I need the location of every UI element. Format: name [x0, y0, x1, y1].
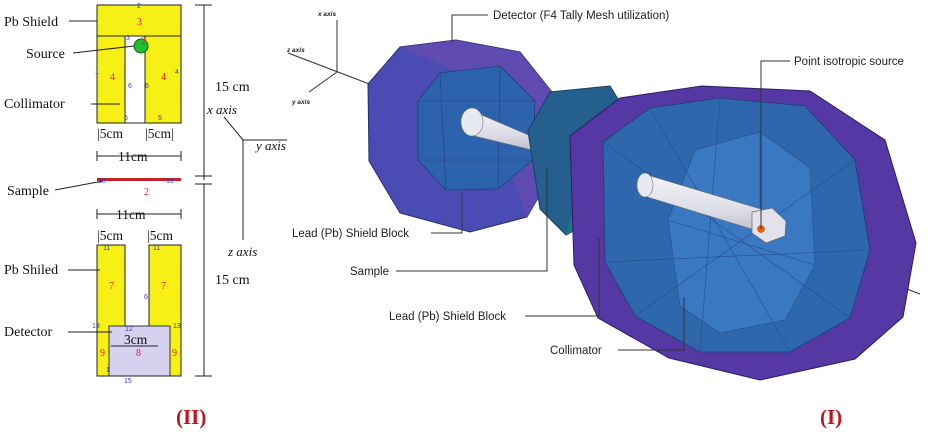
right-panel-geometry — [287, 14, 921, 381]
label-collimator: Collimator — [4, 97, 65, 112]
cell-number: 4 — [110, 72, 115, 83]
panel-label-i: (I) — [820, 405, 842, 429]
callout-line-lead-shield-1 — [431, 193, 463, 234]
left-panel-geometry — [54, 4, 287, 377]
surface-number: 4 — [175, 69, 179, 76]
left-z-axis-label: z axis — [227, 244, 257, 259]
right-z-axis-label: z axis — [286, 47, 305, 54]
right-panel-labels: x axis z axis y axis Detector (F4 Tally … — [286, 10, 904, 357]
cell-number: 3 — [137, 17, 142, 28]
surface-number: 3 — [126, 35, 130, 42]
callout-line-detector — [451, 14, 488, 42]
callout-collimator: Collimator — [550, 345, 602, 357]
callout-detector: Detector (F4 Tally Mesh utilization) — [493, 10, 669, 22]
surface-number: 6 — [144, 294, 148, 301]
panel-label-ii: (II) — [176, 405, 206, 429]
cell-number: 8 — [136, 348, 141, 359]
callout-lead-shield-1: Lead (Pb) Shield Block — [292, 228, 409, 240]
cell-number: 2 — [141, 36, 146, 47]
surface-number: 1 — [95, 69, 99, 76]
dim-label-bottom-height: 15 cm — [215, 273, 250, 288]
surface-number: 5 — [124, 115, 128, 122]
label-pb-shiled: Pb Shiled — [4, 263, 58, 278]
dim-label-top-11: 11cm — [118, 149, 148, 164]
label-source: Source — [26, 47, 65, 62]
surface-number: 13 — [92, 323, 100, 330]
top-collimator-bore — [124, 35, 146, 124]
right-y-axis-line — [308, 71, 338, 93]
callout-lead-shield-2: Lead (Pb) Shield Block — [389, 311, 506, 323]
surface-number: 6 — [128, 83, 132, 90]
surface-numbers: 2 3 1 4 6 6 5 5 16 16 11 11 6 13 13 12 1… — [92, 3, 181, 385]
leader-source — [72, 45, 135, 54]
dim-label-bottom-5-left: |5cm — [97, 228, 123, 243]
surface-number: 12 — [125, 326, 133, 333]
cell-number: 7 — [161, 281, 166, 292]
left-y-axis-label: y axis — [254, 138, 286, 153]
cell-number: 7 — [109, 281, 114, 292]
surface-number: 11 — [103, 245, 110, 252]
dim-label-top-height: 15 cm — [215, 80, 250, 95]
leader-sample — [54, 180, 104, 191]
surface-number: 15 — [124, 378, 132, 385]
surface-number: 5 — [158, 115, 162, 122]
dim-label-detector-3: 3cm — [124, 332, 148, 347]
surface-number: 16 — [98, 178, 106, 185]
callout-line-collimator — [618, 297, 685, 351]
surface-number: 2 — [137, 3, 141, 10]
label-pb-shield: Pb Shield — [4, 15, 58, 30]
dim-label-top-5-right: |5cm| — [145, 126, 174, 141]
callout-line-point-source — [760, 60, 790, 229]
left-x-axis-line — [223, 116, 244, 141]
callout-line-sample — [396, 167, 548, 272]
dim-label-bottom-5-right: |5cm — [147, 228, 173, 243]
callout-line-lead-shield-2 — [525, 238, 600, 317]
right-y-axis-label: y axis — [291, 99, 310, 106]
dim-label-bottom-11: 11cm — [116, 207, 146, 222]
surface-number: 1 — [106, 367, 110, 374]
label-detector: Detector — [4, 325, 53, 340]
cell-number: 4 — [161, 72, 166, 83]
surface-number: 13 — [173, 323, 181, 330]
cell-number: 9 — [172, 348, 177, 359]
label-sample: Sample — [7, 184, 49, 199]
callout-point-source: Point isotropic source — [794, 56, 904, 68]
sample-slab — [97, 178, 181, 181]
right-x-axis-label: x axis — [317, 11, 336, 18]
left-panel-labels: Pb Shield Source Collimator Sample Pb Sh… — [4, 15, 286, 359]
cell-number: 9 — [100, 348, 105, 359]
surface-number: 11 — [153, 245, 160, 252]
surface-number: 16 — [166, 178, 174, 185]
surface-number: 6 — [145, 83, 149, 90]
dim-label-top-5-left: |5cm — [97, 126, 123, 141]
left-x-axis-label: x axis — [206, 102, 237, 117]
callout-sample: Sample — [350, 266, 389, 278]
cell-number: 2 — [144, 187, 149, 198]
